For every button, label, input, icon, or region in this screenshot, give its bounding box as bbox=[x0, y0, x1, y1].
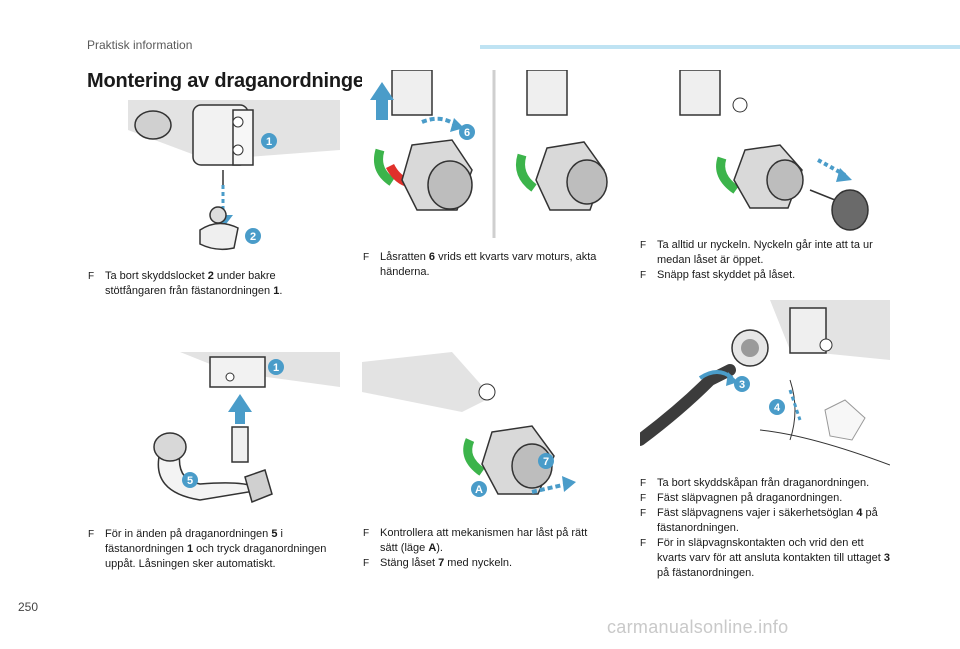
callout-5: 5 bbox=[187, 475, 193, 487]
figure-verify-lock: 7 A bbox=[362, 352, 590, 514]
figure-lock-rotated bbox=[492, 70, 614, 238]
page-number: 250 bbox=[18, 600, 39, 614]
callout-3: 3 bbox=[739, 379, 745, 391]
figure-turn-knob: 6 bbox=[362, 70, 482, 238]
figure-remove-cover: 1 2 bbox=[88, 100, 340, 258]
figure-insert-towbar: 1 5 bbox=[140, 352, 340, 514]
figure-remove-key bbox=[640, 70, 890, 238]
page-title: Montering av draganordningen bbox=[87, 70, 376, 92]
callout-6: 6 bbox=[464, 127, 470, 139]
callout-1b: 1 bbox=[273, 362, 279, 374]
figure-trailer-connection: 3 4 bbox=[640, 300, 890, 468]
callout-2: 2 bbox=[250, 231, 256, 243]
header-accent-bar bbox=[480, 45, 960, 49]
callout-1: 1 bbox=[266, 136, 272, 148]
watermark: carmanualsonline.info bbox=[607, 617, 789, 637]
callout-4: 4 bbox=[774, 402, 781, 414]
callout-7: 7 bbox=[543, 456, 549, 468]
section-header: Praktisk information bbox=[87, 38, 193, 52]
callout-A: A bbox=[475, 484, 483, 496]
